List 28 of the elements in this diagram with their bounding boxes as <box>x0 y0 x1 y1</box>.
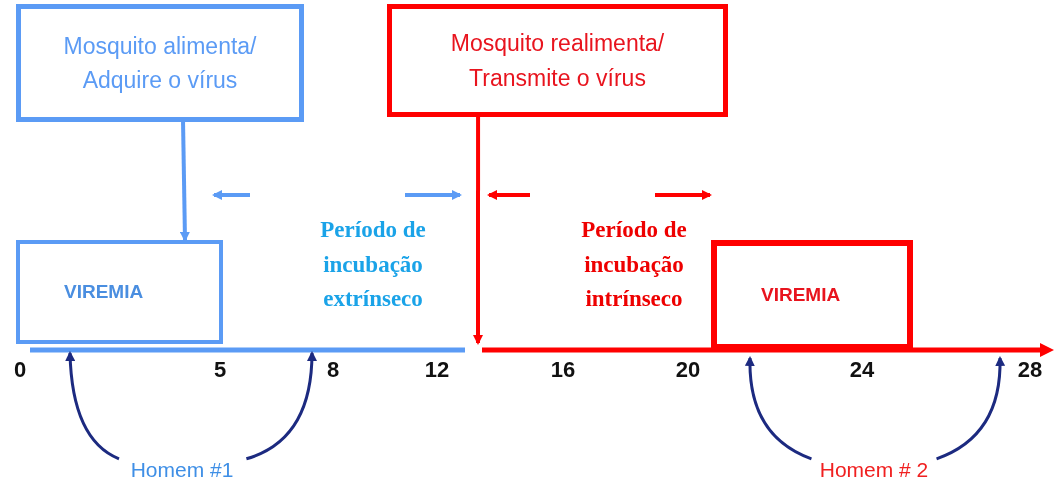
period-label: Período de incubação extrínseco <box>319 216 427 314</box>
box-text: VIREMIA <box>64 279 144 304</box>
tick-label: 5 <box>212 357 228 383</box>
tick-label: 12 <box>423 357 451 383</box>
tick-label: 8 <box>325 357 341 383</box>
host-label: Homem # 2 <box>819 457 929 484</box>
arrow <box>473 117 483 345</box>
arrow <box>745 356 812 461</box>
tick-label: 24 <box>848 357 876 383</box>
event-box <box>16 4 304 122</box>
period-label: Período de incubação intrínseco <box>580 216 688 314</box>
tick-label: 16 <box>549 357 577 383</box>
event-box <box>387 4 728 117</box>
arrow <box>936 356 1005 461</box>
tick-label: 28 <box>1016 357 1044 383</box>
box-text: VIREMIA <box>761 282 841 307</box>
arrow <box>245 351 317 461</box>
host-label: Homem #1 <box>130 457 234 484</box>
tick-label: 0 <box>12 357 28 383</box>
timeline-bar <box>482 343 1054 357</box>
arrow <box>65 351 120 461</box>
arrow <box>179 121 190 242</box>
timeline-bar <box>30 347 465 353</box>
viremia-box <box>16 240 223 344</box>
viremia-box <box>711 240 913 350</box>
box-text: Mosquito alimenta/ Adquire o vírus <box>62 31 258 95</box>
tick-label: 20 <box>674 357 702 383</box>
box-text: Mosquito realimenta/ Transmite o vírus <box>449 29 666 93</box>
